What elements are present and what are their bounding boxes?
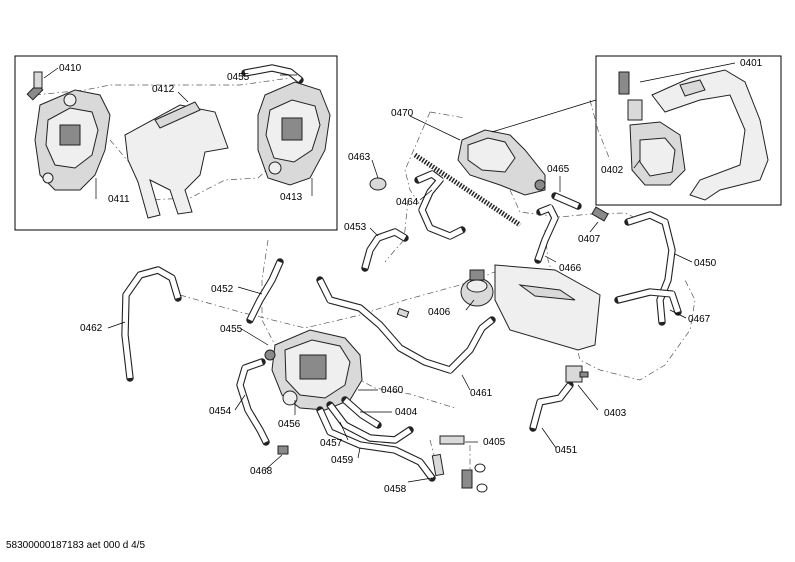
hose-0453 [361,228,409,272]
label-0470: 0470 [391,108,414,119]
tank [494,264,601,351]
label-0452: 0452 [211,284,234,295]
connector-0410 [26,71,44,101]
label-0465: 0465 [547,164,570,175]
label-0413: 0413 [280,192,303,203]
fitting-0405 [439,435,488,493]
label-0453: 0453 [344,222,367,233]
hose-0461 [316,276,496,374]
hose-0451 [529,381,574,432]
label-0455-top: 0455 [227,72,250,83]
hose-0457 [326,401,414,444]
part-labels: 0410 0411 0412 0455 0413 0401 0402 0470 … [59,58,763,495]
label-0464: 0464 [396,197,419,208]
hose-0465 [551,192,582,210]
hose-0467 [614,288,682,316]
label-0406: 0406 [428,307,451,318]
hose-0459 [316,406,436,482]
fitting-0407 [591,206,609,222]
pump-0470 [457,129,546,196]
hose-0466 [534,204,559,264]
label-0468: 0468 [250,466,273,477]
pump-0402 [618,71,686,186]
label-0467: 0467 [688,314,711,325]
label-0404: 0404 [395,407,418,418]
label-0407: 0407 [578,234,601,245]
hose-0454 [236,358,270,446]
label-0402: 0402 [601,165,624,176]
label-0403: 0403 [604,408,627,419]
inset-pump-left [34,89,111,191]
label-0451: 0451 [555,445,578,456]
label-0459: 0459 [331,455,354,466]
leader-lines [43,62,736,483]
label-0466: 0466 [559,263,582,274]
label-0456: 0456 [278,419,301,430]
inset-box-right [595,55,782,206]
valve-0403 [565,365,589,383]
clip-0468 [277,445,289,455]
bracket-0412 [124,101,229,219]
hose-0450 [624,211,676,326]
label-0455-bottom: 0455 [220,324,243,335]
label-0460: 0460 [381,385,404,396]
label-0410: 0410 [59,63,82,74]
label-0457: 0457 [320,438,343,449]
inset-box-left [14,55,338,231]
damper-0463 [369,177,387,191]
inset-pump-right [257,81,331,186]
frame-0401 [651,69,769,201]
label-0458: 0458 [384,484,407,495]
hose-0452 [246,258,284,324]
label-0462: 0462 [80,323,103,334]
hose-0460 [341,396,382,429]
label-0463: 0463 [348,152,371,163]
filter-0406 [460,269,494,307]
fitting-0458 [431,453,445,477]
spring-0470 [413,152,522,228]
label-0401: 0401 [740,58,763,69]
seal-small [396,307,410,319]
label-0412: 0412 [152,84,175,95]
document-footer-id: 58300000187183 aet 000 d 4/5 [6,540,146,551]
label-0411: 0411 [108,194,130,205]
label-0454: 0454 [209,406,232,417]
hose-0462 [121,266,182,382]
hose-0464 [414,170,466,240]
label-0461: 0461 [470,388,493,399]
label-0405: 0405 [483,437,506,448]
label-0450: 0450 [694,258,717,269]
